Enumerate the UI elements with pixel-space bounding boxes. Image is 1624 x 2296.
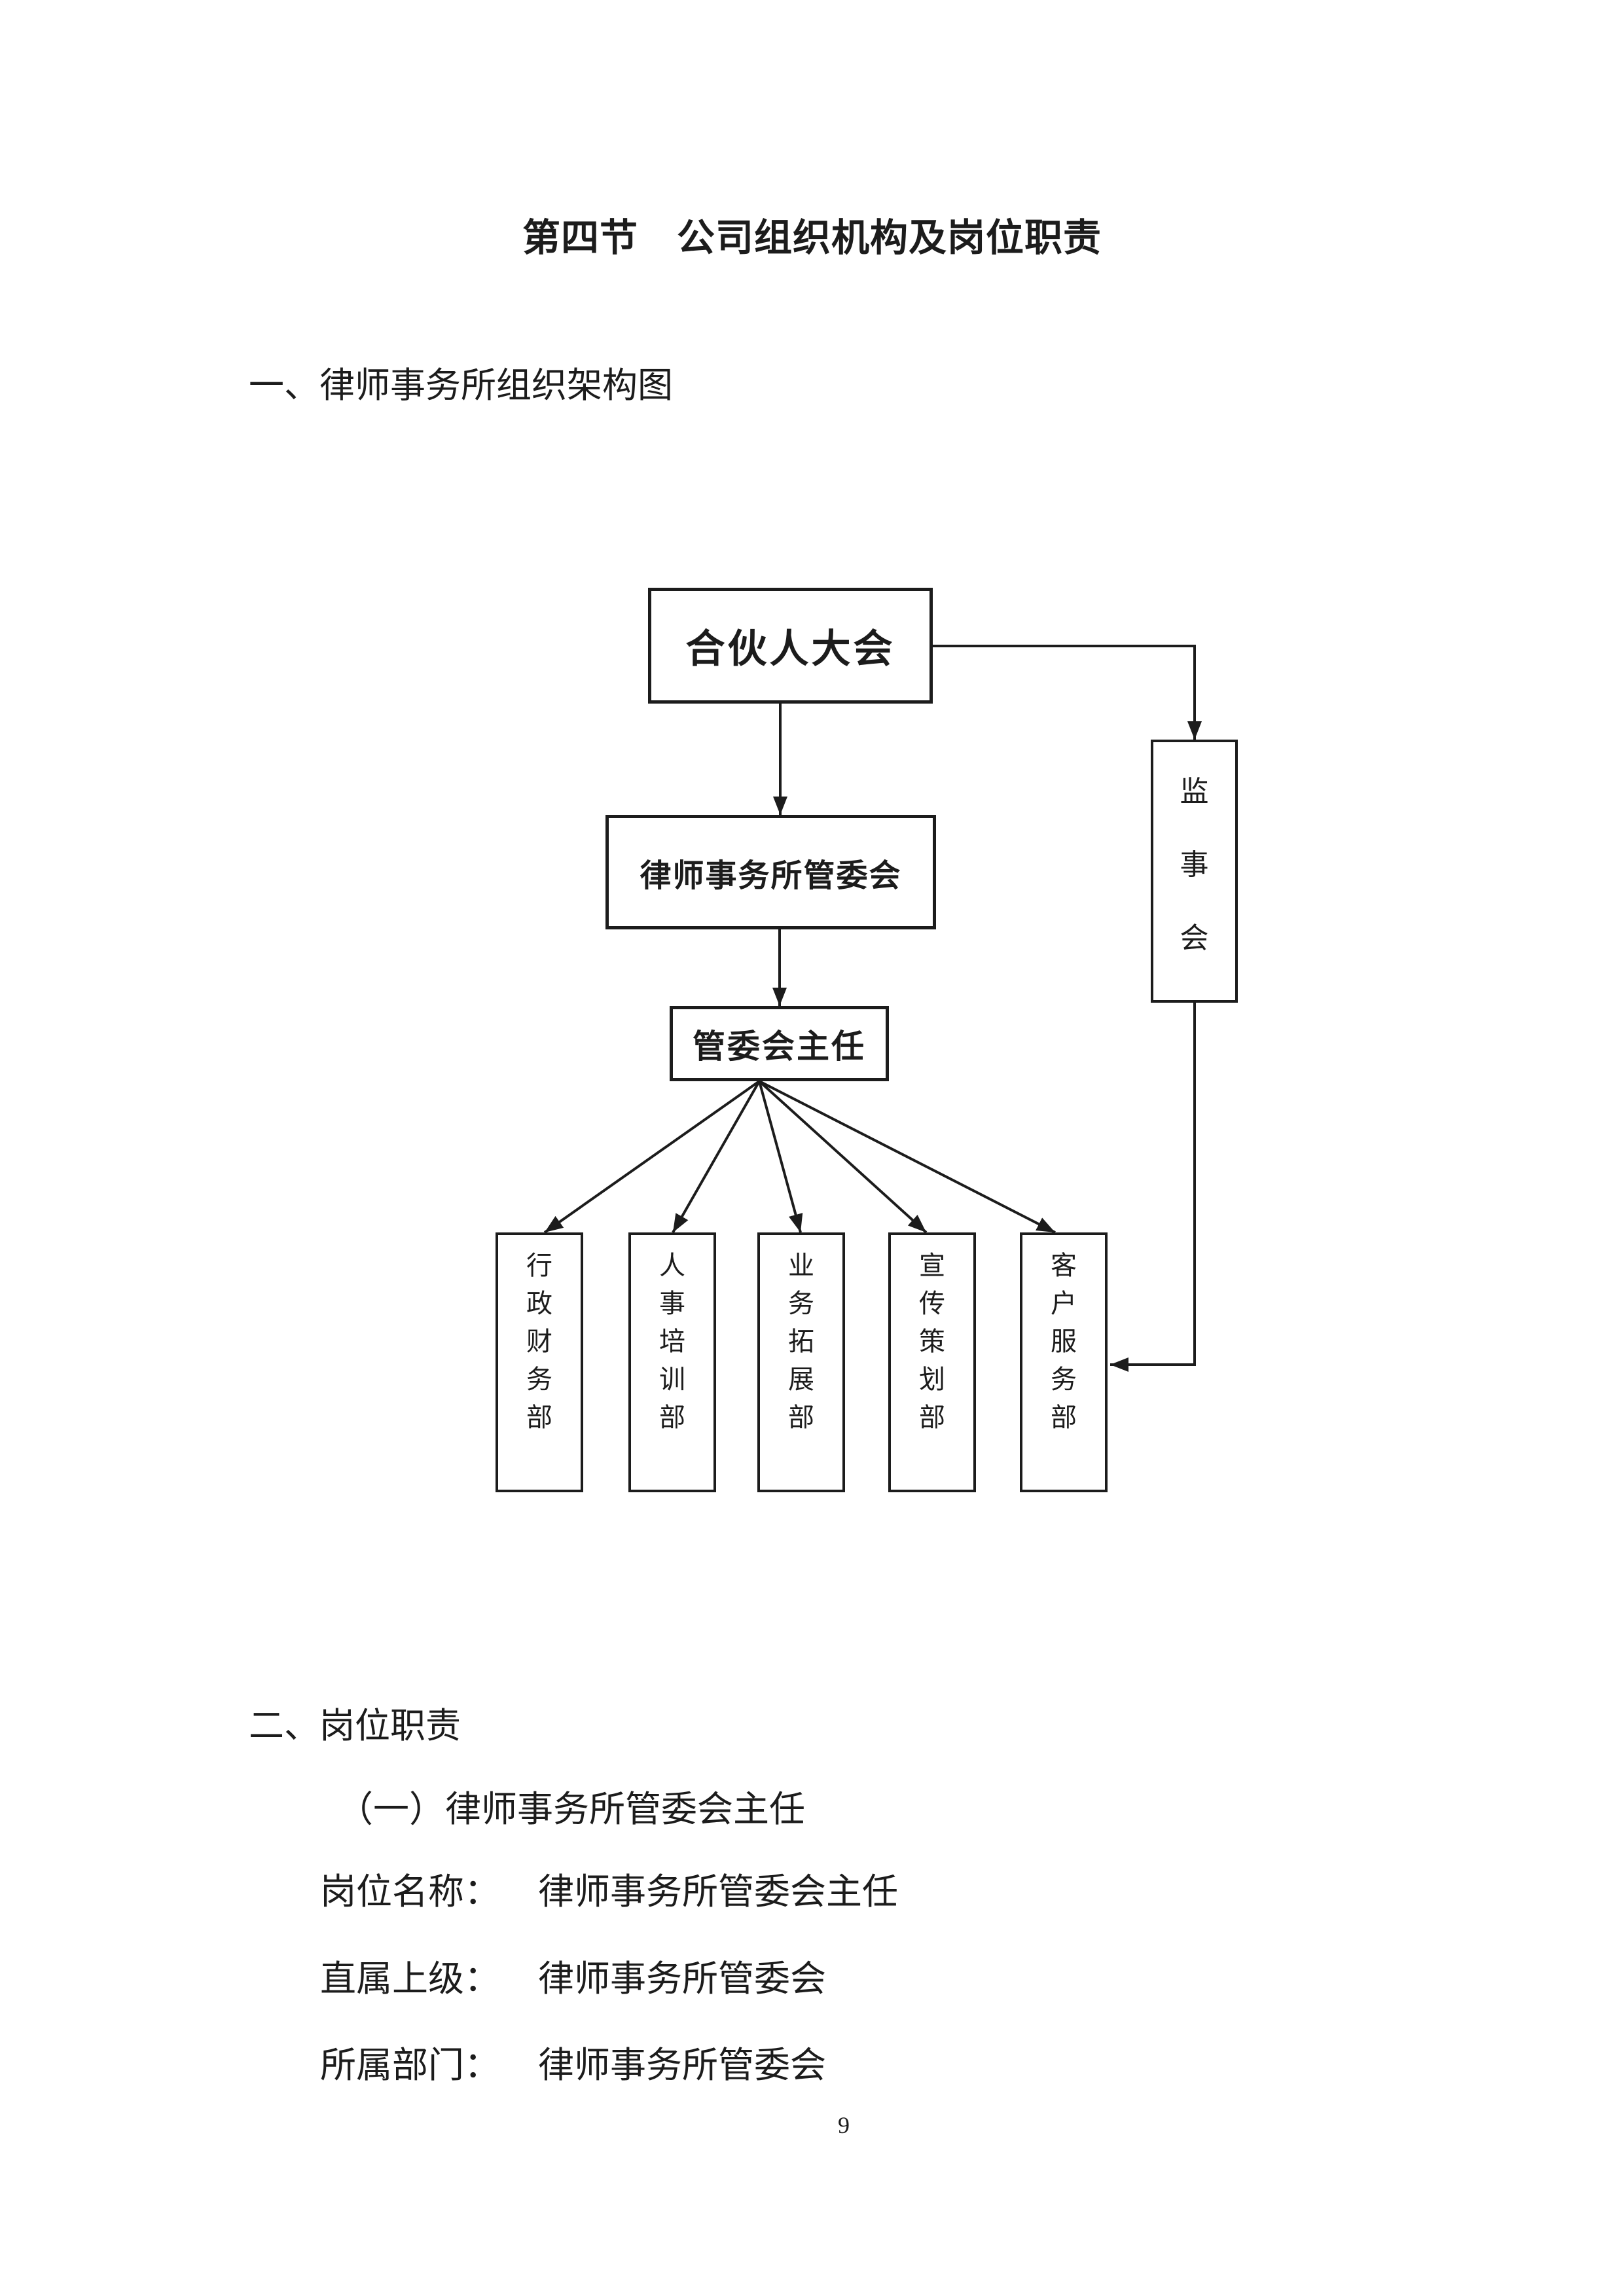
field-direct-superior: 直属上级： 律师事务所管委会 bbox=[320, 1960, 826, 1998]
connector-supervisory-to-dept-5 bbox=[1110, 1003, 1196, 1372]
field-department-label: 所属部门： bbox=[320, 2045, 501, 2085]
connector-director-to-dept-2 bbox=[672, 1081, 761, 1233]
field-position-name: 岗位名称： 律师事务所管委会主任 bbox=[320, 1873, 898, 1911]
node-dept-business-development-label: 业务拓展部 bbox=[788, 1251, 814, 1432]
node-supervisory-board: 监事会 bbox=[1151, 740, 1238, 1003]
doc-title: 第四节 公司组织机构及岗位职责 bbox=[522, 217, 1102, 259]
node-dept-admin-finance: 行政财务部 bbox=[496, 1232, 583, 1492]
node-supervisory-board-label: 监事会 bbox=[1180, 776, 1209, 954]
section2-heading: 二、岗位职责 bbox=[249, 1706, 461, 1746]
connector-partners-to-supervisory bbox=[933, 645, 1202, 740]
node-partners-meeting-label: 合伙人大会 bbox=[685, 628, 895, 671]
connector-director-to-dept-1 bbox=[543, 1080, 761, 1234]
node-dept-business-development: 业务拓展部 bbox=[757, 1232, 845, 1492]
field-department-value: 律师事务所管委会 bbox=[538, 2045, 827, 2085]
node-management-committee-label: 律师事务所管委会 bbox=[640, 858, 902, 893]
node-dept-customer-service-label: 客户服务部 bbox=[1051, 1251, 1077, 1432]
node-partners-meeting: 合伙人大会 bbox=[648, 588, 933, 704]
node-dept-hr-training: 人事培训部 bbox=[628, 1232, 716, 1492]
field-department: 所属部门： 律师事务所管委会 bbox=[320, 2047, 826, 2085]
section2-subheading: （一）律师事务所管委会主任 bbox=[337, 1789, 806, 1829]
field-position-name-label: 岗位名称： bbox=[320, 1872, 501, 1912]
node-dept-publicity-planning-label: 宣传策划部 bbox=[919, 1251, 945, 1432]
node-committee-director: 管委会主任 bbox=[670, 1006, 889, 1081]
page-number: 9 bbox=[838, 2112, 850, 2138]
node-dept-publicity-planning: 宣传策划部 bbox=[888, 1232, 976, 1492]
node-dept-hr-training-label: 人事培训部 bbox=[659, 1251, 685, 1432]
connector-director-to-dept-3 bbox=[758, 1081, 803, 1233]
connector-director-to-dept-5 bbox=[759, 1080, 1056, 1234]
field-direct-superior-value: 律师事务所管委会 bbox=[538, 1959, 827, 1999]
connector-director-to-dept-4 bbox=[758, 1080, 928, 1234]
field-direct-superior-label: 直属上级： bbox=[320, 1959, 501, 1999]
section1-heading: 一、律师事务所组织架构图 bbox=[249, 366, 673, 405]
node-committee-director-label: 管委会主任 bbox=[693, 1028, 866, 1065]
field-position-name-value: 律师事务所管委会主任 bbox=[538, 1872, 899, 1912]
node-dept-admin-finance-label: 行政财务部 bbox=[526, 1251, 552, 1432]
node-dept-customer-service: 客户服务部 bbox=[1020, 1232, 1108, 1492]
node-management-committee: 律师事务所管委会 bbox=[605, 815, 936, 929]
